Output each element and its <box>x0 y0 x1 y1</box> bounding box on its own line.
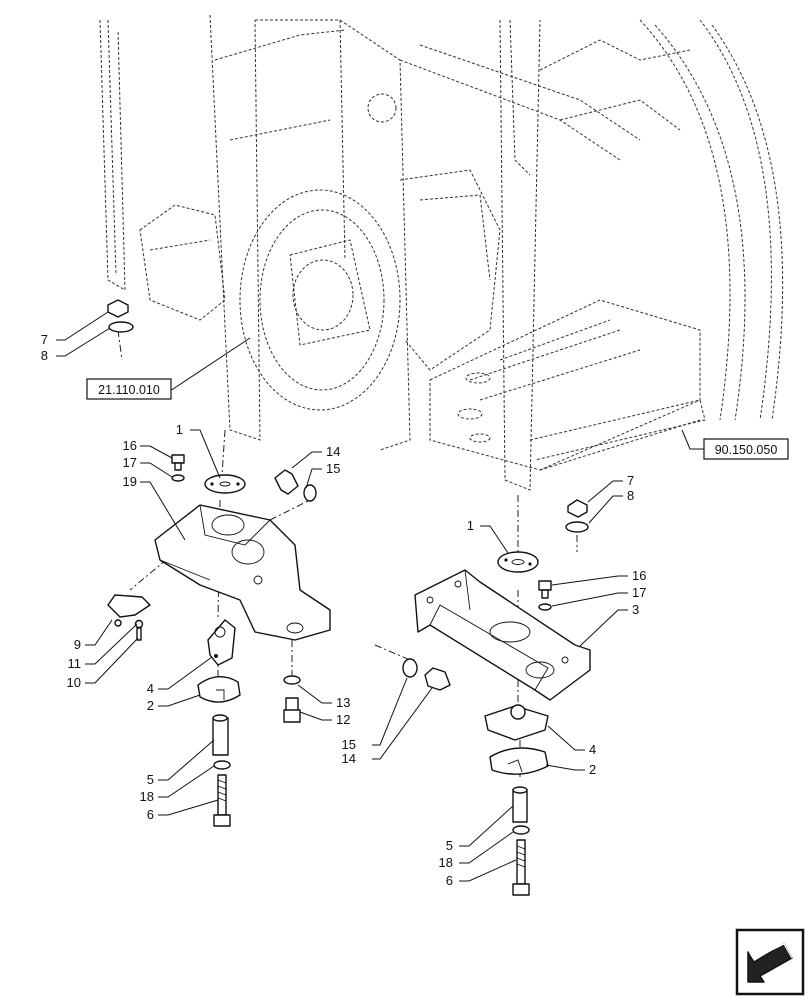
callout-19: 19 <box>123 474 137 489</box>
callout-18-left: 18 <box>140 789 154 804</box>
washer-8-right <box>565 521 589 533</box>
callout-8-right: 8 <box>627 488 634 503</box>
bolt-16-right <box>538 580 552 591</box>
callout-16-right: 16 <box>632 568 646 583</box>
callout-1-left: 1 <box>176 422 183 437</box>
washer-1-right <box>497 551 539 573</box>
callout-7-left: 7 <box>41 332 48 347</box>
callout-labels: 7 8 1 16 17 19 14 15 9 11 10 4 2 13 12 5… <box>41 332 647 888</box>
callout-17-left: 17 <box>123 455 137 470</box>
right-mount-parts <box>402 499 591 896</box>
callout-14-left: 14 <box>326 444 340 459</box>
washer-11 <box>134 619 144 629</box>
callout-9: 9 <box>74 637 81 652</box>
washer-17-right <box>538 603 552 611</box>
washer-18-left <box>213 760 231 770</box>
callout-10: 10 <box>67 675 81 690</box>
washer-8-left <box>108 321 134 333</box>
spacer-5-right <box>512 789 528 823</box>
reference-label-right[interactable]: 90.150.050 <box>715 443 778 457</box>
reference-label-left[interactable]: 21.110.010 <box>98 383 160 397</box>
callout-2-right: 2 <box>589 762 596 777</box>
callout-13: 13 <box>336 695 350 710</box>
washer-1-left <box>204 474 246 494</box>
washer-17-left <box>171 474 185 482</box>
leader-lines <box>56 311 706 882</box>
callout-15-right: 15 <box>342 737 356 752</box>
callout-15-left: 15 <box>326 461 340 476</box>
callout-14-right: 14 <box>342 751 356 766</box>
washer-15-left <box>303 484 317 502</box>
callout-3: 3 <box>632 602 639 617</box>
bolt-14-left <box>274 469 299 495</box>
plate-2-right <box>489 747 549 775</box>
callout-11: 11 <box>68 656 82 671</box>
cab-frame-ghost <box>99 14 784 491</box>
callout-18-right: 18 <box>439 855 453 870</box>
reference-box-left[interactable]: 21.110.010 <box>86 378 172 400</box>
next-page-arrow-icon[interactable] <box>735 928 805 996</box>
bolt-14-right <box>424 667 451 691</box>
washer-18-right <box>512 825 530 835</box>
callout-5-left: 5 <box>147 772 154 787</box>
callout-7-right: 7 <box>627 473 634 488</box>
callout-1-right: 1 <box>467 518 474 533</box>
reference-box-right[interactable]: 90.150.050 <box>703 438 789 460</box>
nut-7-right <box>567 499 588 518</box>
bolt-16-left <box>171 454 185 464</box>
callout-6-left: 6 <box>147 807 154 822</box>
callout-2-left: 2 <box>147 698 154 713</box>
washer-15-right <box>402 658 418 678</box>
left-mount-parts <box>107 299 331 827</box>
callout-8-left: 8 <box>41 348 48 363</box>
rubber-mount-4-left <box>207 619 236 666</box>
callout-4-left: 4 <box>147 681 154 696</box>
bracket-9 <box>107 594 151 618</box>
washer-13 <box>283 675 301 685</box>
callout-16-left: 16 <box>123 438 137 453</box>
nut-7-left <box>107 299 129 318</box>
callout-5-right: 5 <box>446 838 453 853</box>
callout-17-right: 17 <box>632 585 646 600</box>
callout-6-right: 6 <box>446 873 453 888</box>
plate-2-left <box>197 676 241 703</box>
spacer-5-left <box>212 717 229 756</box>
bracket-19 <box>154 504 331 641</box>
callout-4-right: 4 <box>589 742 596 757</box>
callout-12: 12 <box>336 712 350 727</box>
